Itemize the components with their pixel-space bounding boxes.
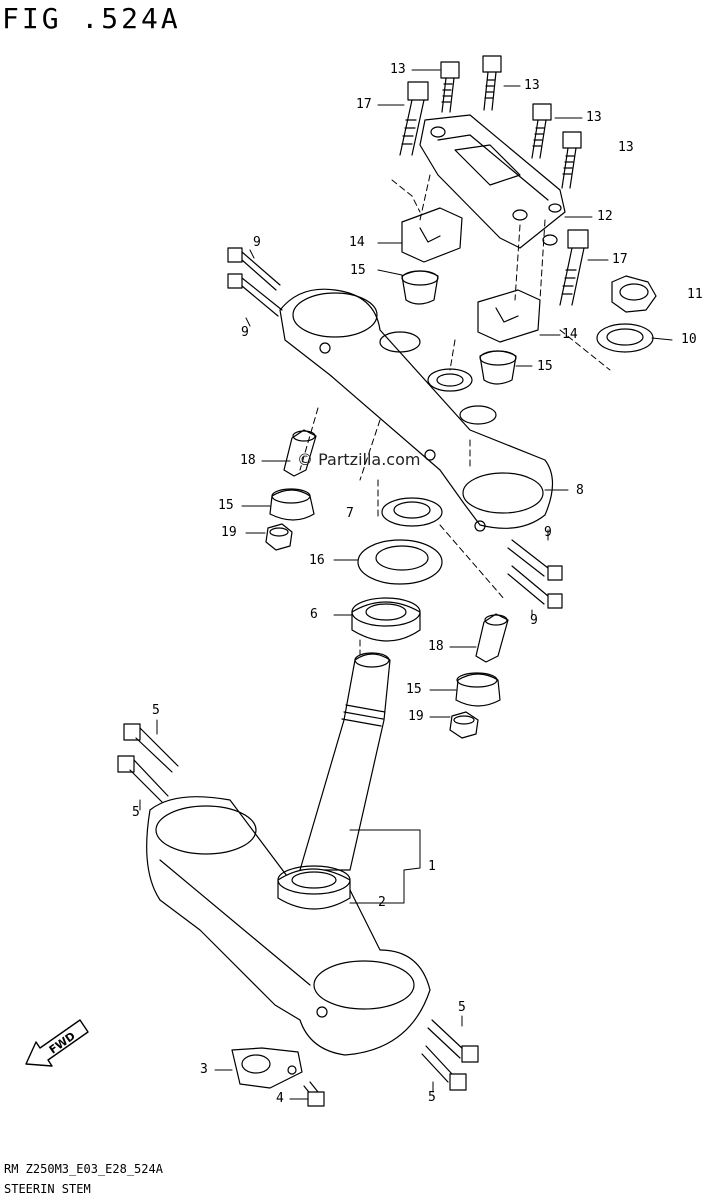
bolt-13-d[interactable] <box>561 131 582 189</box>
bearing-nut-7[interactable] <box>381 497 443 527</box>
assembly-lines <box>299 174 611 656</box>
callout-11[interactable]: 11 <box>687 287 703 302</box>
bolt-5-b[interactable] <box>117 755 169 803</box>
callout-14[interactable]: 14 <box>562 327 578 342</box>
callout-17[interactable]: 17 <box>356 97 372 112</box>
callout-2[interactable]: 2 <box>378 895 386 910</box>
callout-5[interactable]: 5 <box>458 1000 466 1015</box>
callout-9[interactable]: 9 <box>241 325 249 340</box>
callout-13[interactable]: 13 <box>390 62 406 77</box>
nut-19-a[interactable] <box>265 523 293 551</box>
watermark: © Partzilla.com <box>297 450 421 469</box>
callout-9[interactable]: 9 <box>530 613 538 628</box>
callout-15[interactable]: 15 <box>218 498 234 513</box>
callout-8[interactable]: 8 <box>576 483 584 498</box>
cushion-15-d[interactable] <box>455 672 501 707</box>
bolt-5-a[interactable] <box>123 723 179 773</box>
nut-19-b[interactable] <box>449 711 479 739</box>
figure-title: FIG .524A <box>2 2 181 35</box>
callout-13[interactable]: 13 <box>586 110 602 125</box>
diagram-name: STEERIN STEM <box>4 1182 91 1196</box>
bolt-9-d[interactable] <box>507 565 563 609</box>
callout-5[interactable]: 5 <box>132 805 140 820</box>
callout-14[interactable]: 14 <box>349 235 365 250</box>
callout-18[interactable]: 18 <box>240 453 256 468</box>
steering-stem-upper-bracket[interactable] <box>279 288 554 532</box>
callout-18[interactable]: 18 <box>428 639 444 654</box>
bolt-9-b[interactable] <box>227 273 283 317</box>
bearing-2[interactable] <box>277 865 351 910</box>
bolt-9-c[interactable] <box>507 539 563 581</box>
bolt-13-c[interactable] <box>531 103 552 159</box>
bolt-13-b[interactable] <box>482 55 502 111</box>
callout-15[interactable]: 15 <box>350 263 366 278</box>
callout-9[interactable]: 9 <box>544 525 552 540</box>
dust-seal-16[interactable] <box>357 539 443 585</box>
callout-19[interactable]: 19 <box>408 709 424 724</box>
steering-stem-lower-bracket[interactable] <box>146 652 431 1056</box>
callout-13[interactable]: 13 <box>524 78 540 93</box>
callout-9[interactable]: 9 <box>253 235 261 250</box>
bolt-17-b[interactable] <box>559 229 589 306</box>
callout-12[interactable]: 12 <box>597 209 613 224</box>
callout-16[interactable]: 16 <box>309 553 325 568</box>
callout-15[interactable]: 15 <box>406 682 422 697</box>
diagram-code: RM Z250M3_E03_E28_524A <box>4 1162 163 1176</box>
bushing-18-b[interactable] <box>475 613 509 663</box>
cushion-15-a[interactable] <box>401 270 439 305</box>
washer-10[interactable] <box>596 323 654 353</box>
clamp-3[interactable] <box>231 1047 303 1089</box>
callout-5[interactable]: 5 <box>152 703 160 718</box>
callout-1[interactable]: 1 <box>428 859 436 874</box>
steering-stem-nut-11[interactable] <box>611 275 657 313</box>
bolt-13-a[interactable] <box>440 61 460 113</box>
bolt-5-d[interactable] <box>421 1045 467 1091</box>
callout-10[interactable]: 10 <box>681 332 697 347</box>
bolt-9-a[interactable] <box>227 247 281 291</box>
handlebar-holder-lower-a[interactable] <box>401 207 463 263</box>
bolt-4[interactable] <box>303 1081 325 1107</box>
cushion-15-c[interactable] <box>269 488 315 521</box>
bolt-17-a[interactable] <box>399 81 429 156</box>
callout-5[interactable]: 5 <box>428 1090 436 1105</box>
callout-13[interactable]: 13 <box>618 140 634 155</box>
callout-17[interactable]: 17 <box>612 252 628 267</box>
callout-19[interactable]: 19 <box>221 525 237 540</box>
handlebar-holder-upper[interactable] <box>419 114 566 249</box>
bearing-6[interactable] <box>351 597 421 642</box>
callout-15[interactable]: 15 <box>537 359 553 374</box>
callout-7[interactable]: 7 <box>346 506 354 521</box>
callout-3[interactable]: 3 <box>200 1062 208 1077</box>
handlebar-holder-lower-b[interactable] <box>477 289 541 343</box>
leader-lines <box>139 69 673 1100</box>
callout-4[interactable]: 4 <box>276 1091 284 1106</box>
cushion-15-b[interactable] <box>479 350 517 385</box>
forward-arrow-icon: FWD <box>25 1019 89 1067</box>
bolt-5-c[interactable] <box>427 1019 479 1063</box>
callout-6[interactable]: 6 <box>310 607 318 622</box>
